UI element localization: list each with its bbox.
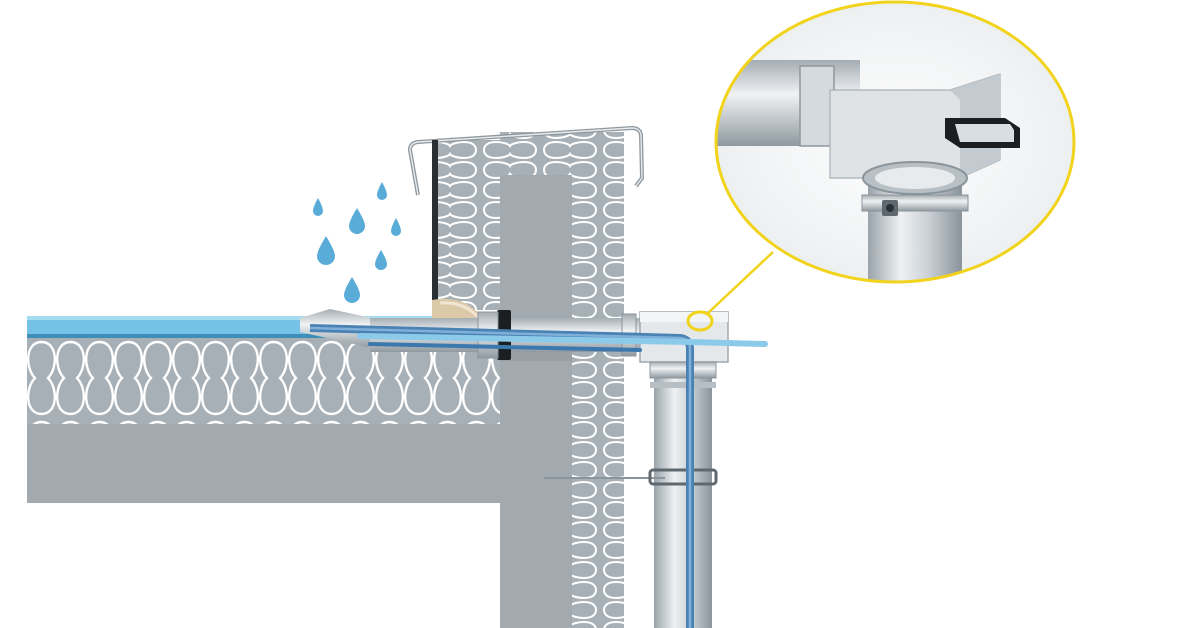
water-drop-icon [375, 250, 387, 270]
water-drop-icon [317, 236, 335, 265]
water-drop-icon [391, 218, 401, 236]
water-drop-icon [377, 182, 387, 200]
callout-leader [707, 251, 774, 314]
concrete-wall [500, 175, 572, 628]
callout-marker [686, 310, 714, 332]
water-drop-icon [349, 208, 365, 234]
water-outflow [357, 333, 768, 347]
detail-callout [714, 0, 1076, 284]
water-drop-icon [344, 277, 360, 303]
parapet-membrane [432, 140, 438, 318]
magnifier-callout-icon [686, 251, 774, 332]
water-drops [313, 182, 401, 303]
downpipe [654, 368, 712, 628]
water-drop-icon [313, 198, 323, 216]
roof-slab [27, 424, 525, 503]
callout-ring [714, 0, 1076, 284]
